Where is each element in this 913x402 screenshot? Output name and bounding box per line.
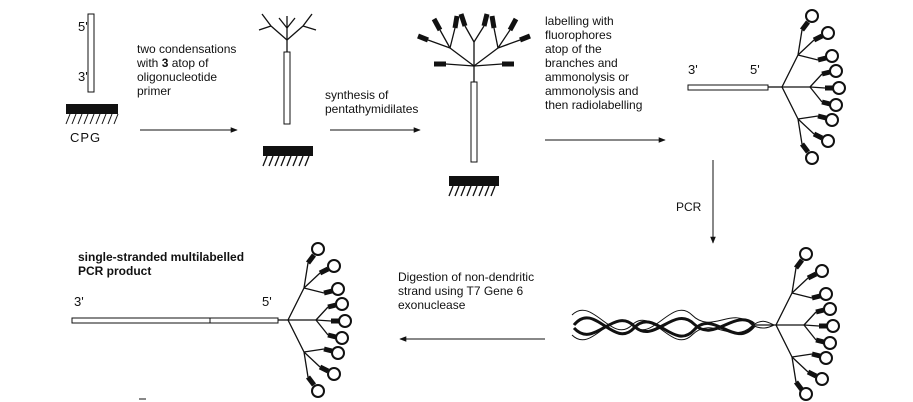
- step2-line2: pentathymidilates: [325, 102, 419, 116]
- stage1-primer-on-support: [65, 13, 119, 125]
- step1-line2: with 3 atop of: [137, 56, 209, 70]
- digest-line2: strand using T7 Gene 6: [398, 284, 524, 298]
- pcr-label: PCR: [676, 200, 702, 214]
- digest-line3: exonuclease: [398, 298, 466, 312]
- step3-line5: ammonolysis or: [545, 70, 630, 84]
- step2-caption: synthesis of pentathymidilates: [325, 88, 418, 116]
- step3-line3: atop of the: [545, 42, 602, 56]
- step1-line1: two condensations: [137, 42, 237, 56]
- step1-line3: oligonucleotide: [137, 70, 218, 84]
- label-5prime-stage4: 5': [750, 62, 760, 77]
- stage2-branched-primer: [258, 13, 317, 167]
- step3-line2: fluorophores: [545, 28, 612, 42]
- label-5prime-stage1: 5': [78, 19, 88, 34]
- digest-caption: Digestion of non-dendritic strand using …: [398, 270, 534, 312]
- step3-line1: labelling with: [545, 14, 614, 28]
- product-line1: single-stranded multilabelled: [78, 250, 245, 264]
- product-line2: PCR product: [78, 264, 152, 278]
- digest-line1: Digestion of non-dendritic: [398, 270, 535, 284]
- step3-line4: branches and: [545, 56, 618, 70]
- stage6-ss-product: [71, 242, 352, 398]
- step2-line1: synthesis of: [325, 88, 389, 102]
- label-5prime-product: 5': [262, 294, 272, 309]
- stage3-pentathymidilates: [417, 13, 531, 197]
- label-cpg: CPG: [70, 130, 102, 145]
- label-3prime-stage1: 3': [78, 69, 88, 84]
- product-caption: single-stranded multilabelled PCR produc…: [78, 250, 244, 278]
- step1-line4: primer: [137, 84, 172, 98]
- step3-line7: then radiolabelling: [545, 98, 643, 112]
- stage5-pcr-duplex: [571, 247, 840, 401]
- label-3prime-product: 3': [74, 294, 84, 309]
- step1-caption: two condensations with 3 atop of oligonu…: [137, 42, 236, 98]
- step3-caption: labelling with fluorophores atop of the …: [545, 14, 642, 112]
- stage4-labelled-primer: [687, 9, 846, 165]
- step3-line6: ammonolysis and: [545, 84, 639, 98]
- label-3prime-stage4: 3': [688, 62, 698, 77]
